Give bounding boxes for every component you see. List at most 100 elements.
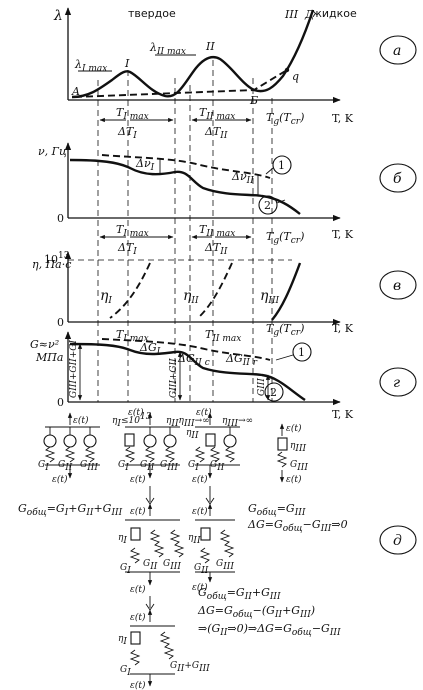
p1-point-B: Б (249, 94, 258, 107)
p3-xlabel: T, K (332, 322, 354, 335)
formula-3b: ΔG=Gобщ−(GII+GIII) (197, 604, 315, 620)
m2-eps-top: ε(t) (128, 407, 144, 418)
p2-curve-2-label: 2 (264, 199, 271, 212)
m1-eps-top: ε(t) (73, 415, 89, 426)
p1-lambda1: λI max (74, 58, 107, 74)
panel-letter-c: в (393, 278, 401, 294)
p3-eta1: ηI (100, 288, 112, 306)
p3-eta1-curve (109, 262, 151, 319)
svg-text:GII: GII (210, 460, 225, 473)
model-2: ηI≤1013 ε(t) ηIIηIII→∞ GI GII GIII ε(t) (112, 407, 210, 485)
p3-eta2: ηII (183, 288, 199, 306)
p2-zero: 0 (57, 212, 64, 225)
model-1: ε(t) GI GII GIII ε(t) (38, 412, 100, 485)
panel-letter-e: д (393, 533, 402, 549)
formula-2a: Gобщ=GIII (248, 502, 306, 518)
svg-text:ε(t): ε(t) (130, 506, 146, 517)
svg-text:ηIII: ηIII (290, 441, 307, 454)
panel-letter-b: б (393, 171, 402, 187)
panel-letter-e-ring (379, 525, 417, 555)
svg-text:GIII: GIII (160, 460, 178, 473)
svg-text:ε(t): ε(t) (192, 582, 208, 593)
p4-dG1: ΔGI (139, 341, 161, 357)
svg-text:GI: GI (188, 460, 199, 473)
p1-liquid-label: жидкое (312, 7, 357, 20)
panel-letter-a-ring (379, 35, 417, 65)
m3-eps-bottom: ε(t) (192, 474, 208, 485)
p2-dv1: ΔνI (135, 157, 155, 173)
p4-ylabel2: МПа (35, 351, 63, 364)
p4-curve-2-marker (264, 382, 284, 402)
p4-T2: TII max (205, 328, 241, 344)
svg-text:GIII: GIII (80, 460, 98, 473)
p4-xlabel: T, K (332, 408, 354, 421)
p1-point-A: A (71, 85, 80, 98)
svg-text:ε(t): ε(t) (130, 680, 146, 690)
svg-text:ηII: ηII (186, 428, 199, 441)
p1-lambda2: λII max (149, 41, 186, 57)
svg-text:GII+GIII: GII+GIII (170, 661, 210, 674)
formula-1: Gобщ=GI+GII+GIII (18, 502, 123, 518)
p3-ylabel: η, Па·с (32, 258, 71, 271)
svg-text:GIII: GIII (216, 559, 234, 572)
p3-Tg: Tg(Tcr) (266, 322, 304, 338)
p1-xlabel: T, K (332, 112, 354, 125)
p2-ylabel: ν, Гц (38, 145, 67, 158)
panel-c-viscosity: η, Па·с 1013 0 ηI ηII ηIII Tg(Tcr) T, K (32, 251, 354, 338)
p4-zero: 0 (57, 396, 64, 409)
p1-ylabel: λ (53, 8, 63, 24)
p1-dT1: ΔTI (117, 125, 137, 141)
panel-letter-b-ring (379, 163, 417, 193)
model-4: ε(t) ηIII GIII ε(t) (276, 423, 308, 485)
p4-T1: TI max (116, 328, 149, 344)
p4-curve-1-label: 1 (298, 346, 305, 359)
m3-eta-infinity: ηIII→∞ (222, 416, 253, 429)
svg-text:ε(t): ε(t) (130, 584, 146, 595)
p3-eta2-curve (197, 262, 233, 319)
m2-eps-bottom: ε(t) (130, 474, 146, 485)
panel-letter-d: г (393, 375, 400, 391)
formula-3a: Gобщ=GII+GIII (198, 586, 281, 602)
m4-eps-top: ε(t) (286, 423, 302, 434)
svg-text:GI: GI (118, 460, 129, 473)
svg-text:GII: GII (194, 563, 209, 576)
m2-eta1-small: ηI≤1013 (112, 412, 152, 429)
p2-xlabel: T, K (332, 228, 354, 241)
svg-text:ηI: ηI (118, 634, 127, 647)
p2-curve-2-marker (258, 195, 278, 215)
p4-vsum3: GIII (257, 378, 267, 396)
p1-T1: TI max (116, 106, 149, 122)
m4-eps-bottom: ε(t) (286, 474, 302, 485)
p1-point-III: III (284, 8, 299, 21)
p2-T2: TII max (199, 223, 235, 239)
p3-eta3: ηIII (260, 288, 280, 306)
p1-point-II: II (205, 40, 215, 53)
p3-y1013: 1013 (44, 251, 70, 266)
m2-eta-infinity: ηIIηIII→∞ (166, 416, 210, 429)
p4-vsum1: GIII+GII+GI (69, 340, 79, 398)
p4-ylabel: G≈ν² (30, 338, 59, 351)
chain-2-arrow-down (145, 486, 155, 505)
svg-text:ε(t): ε(t) (192, 506, 208, 517)
formula-2b: ΔG=Gобщ−GIII⇒0 (247, 518, 348, 534)
vertical-guides (97, 60, 273, 402)
p2-curve-1-marker (272, 155, 292, 175)
p2-T1: TI max (116, 223, 149, 239)
p1-point-D: Д (304, 8, 315, 21)
svg-text:GI: GI (38, 460, 49, 473)
panel-b-frequency: ν, Гц 0 ΔνI ΔνII 1 2 TI max ΔTI TII max … (38, 142, 354, 257)
m1-eps-bottom: ε(t) (52, 474, 68, 485)
p4-dG2r: ΔGII r (225, 352, 258, 368)
p1-baseline-dashed (74, 69, 288, 98)
p1-point-q-label: q (292, 70, 299, 83)
p1-dT2: ΔTII (204, 125, 228, 141)
svg-text:GIII: GIII (290, 460, 308, 473)
p2-curve-1-label: 1 (278, 159, 285, 172)
p4-vsum2: GIII+GII (169, 358, 179, 398)
panel-letter-c-ring (379, 270, 417, 300)
p3-zero: 0 (57, 316, 64, 329)
p2-dT2: ΔTII (204, 241, 228, 257)
p4-dG2c: ΔGII c (177, 352, 210, 368)
svg-text:ε(t): ε(t) (130, 612, 146, 623)
